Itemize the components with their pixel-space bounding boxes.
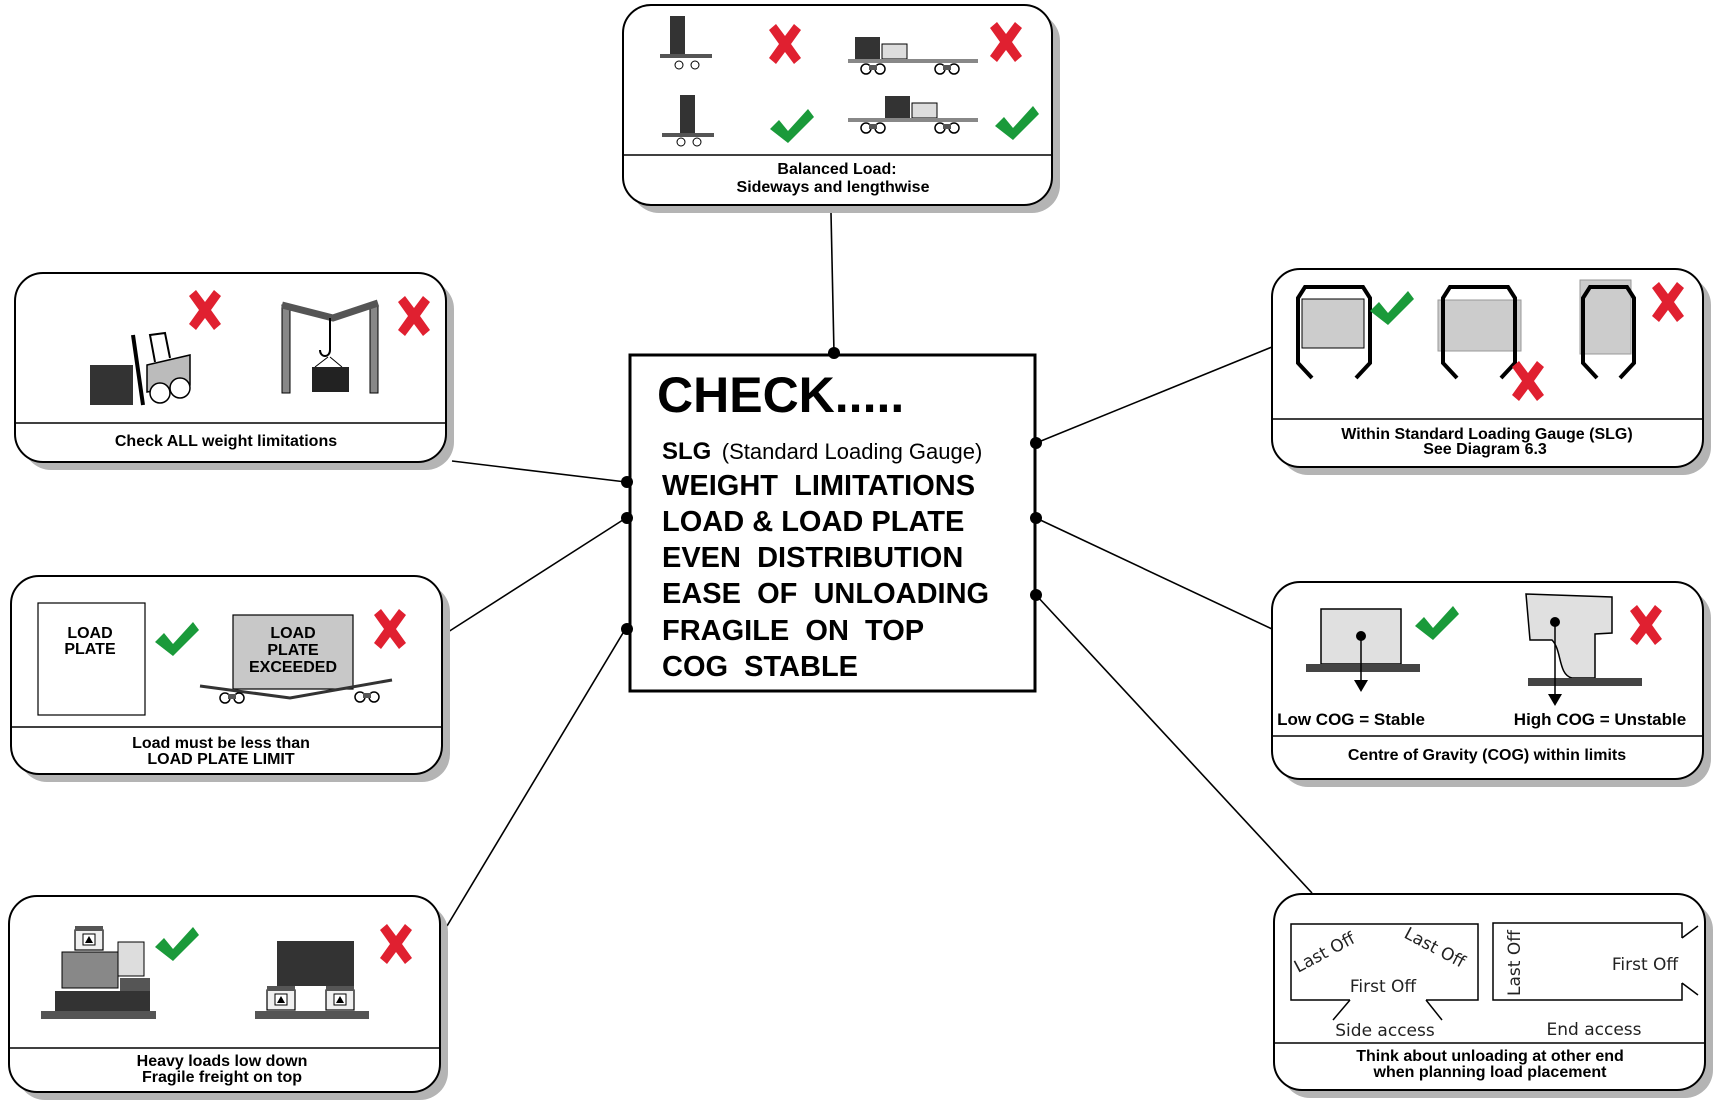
check-item-unloading: EASE OF UNLOADING (662, 578, 989, 610)
panel-balanced-load: Balanced Load: Sideways and lengthwise (622, 4, 1060, 213)
end-last-off: Last Off (1505, 929, 1525, 996)
cog-high-label: High COG = Unstable (1514, 710, 1686, 729)
side-access-label: Side access (1335, 1021, 1435, 1041)
plate-left-2: PLATE (64, 641, 116, 658)
panel-slg: Within Standard Loading Gauge (SLG) See … (1271, 268, 1711, 475)
plate-right-1: LOAD (270, 625, 315, 642)
center-check-box: CHECK..... SLG (Standard Loading Gauge) … (628, 353, 1037, 693)
plate-caption-2: LOAD PLATE LIMIT (147, 751, 294, 768)
plate-right-2: PLATE (267, 642, 319, 659)
slg-caption-2: See Diagram 6.3 (1423, 441, 1547, 458)
balanced-caption-1: Balanced Load: (777, 161, 896, 178)
unbalanced-sideways-icon (660, 16, 712, 70)
load-plate-ok-box (37, 602, 146, 716)
check-item-weight: WEIGHT LIMITATIONS (662, 470, 975, 502)
bad-stacking-icon (255, 941, 369, 1019)
fragile-caption-1: Heavy loads low down (137, 1053, 308, 1070)
side-first-off: First Off (1350, 977, 1418, 997)
gauge-too-tall-icon (1579, 279, 1636, 380)
gauge-too-wide-icon (1437, 285, 1522, 380)
connector-lines (446, 212, 1313, 927)
low-cog-icon (1306, 608, 1420, 692)
check-item-cog: COG STABLE (662, 651, 858, 683)
plate-left-1: LOAD (67, 625, 112, 642)
slg-caption-1: Within Standard Loading Gauge (SLG) (1341, 426, 1632, 443)
crane-icon (281, 299, 380, 394)
end-access-label: End access (1547, 1020, 1642, 1040)
unload-caption-2: when planning load placement (1373, 1064, 1608, 1081)
cog-low-label: Low COG = Stable (1277, 710, 1425, 729)
balanced-sideways-icon (662, 95, 714, 147)
panel-unloading: Last Off Last Off First Off Side access … (1273, 893, 1713, 1098)
plate-right-3: EXCEEDED (249, 659, 337, 676)
panel-cog: Low COG = Stable High COG = Unstable Cen… (1271, 581, 1711, 787)
gauge-ok-icon (1296, 285, 1372, 380)
unbalanced-lengthwise-icon (848, 37, 978, 75)
panel-weight-limitations: Check ALL weight limitations (14, 272, 454, 470)
panel-load-plate: LOAD PLATE LOAD PLATE EXCEEDED Load must… (10, 575, 450, 782)
balanced-caption-2: Sideways and lengthwise (737, 179, 930, 196)
end-first-off: First Off (1612, 955, 1680, 975)
plate-caption-1: Load must be less than (132, 735, 310, 752)
unload-caption-1: Think about unloading at other end (1356, 1048, 1624, 1065)
high-cog-icon (1525, 593, 1642, 706)
panel-fragile-on-top: Heavy loads low down Fragile freight on … (8, 895, 448, 1100)
check-item-fragile: FRAGILE ON TOP (662, 615, 924, 647)
overloaded-wagon-icon (199, 614, 393, 704)
connector-dots (621, 347, 1042, 635)
slg-line: SLG (Standard Loading Gauge) (662, 438, 982, 465)
check-item-load-plate: LOAD & LOAD PLATE (662, 506, 964, 538)
weight-caption: Check ALL weight limitations (115, 433, 337, 450)
good-stacking-icon (41, 925, 156, 1019)
check-title: CHECK..... (657, 367, 904, 423)
side-access-wagon-icon (1290, 923, 1479, 1021)
end-access-wagon-icon (1492, 922, 1699, 1001)
forklift-icon (90, 331, 191, 406)
fragile-caption-2: Fragile freight on top (142, 1069, 302, 1086)
balanced-lengthwise-icon (848, 96, 978, 134)
check-item-distribution: EVEN DISTRIBUTION (662, 542, 963, 574)
cog-caption: Centre of Gravity (COG) within limits (1348, 747, 1626, 764)
